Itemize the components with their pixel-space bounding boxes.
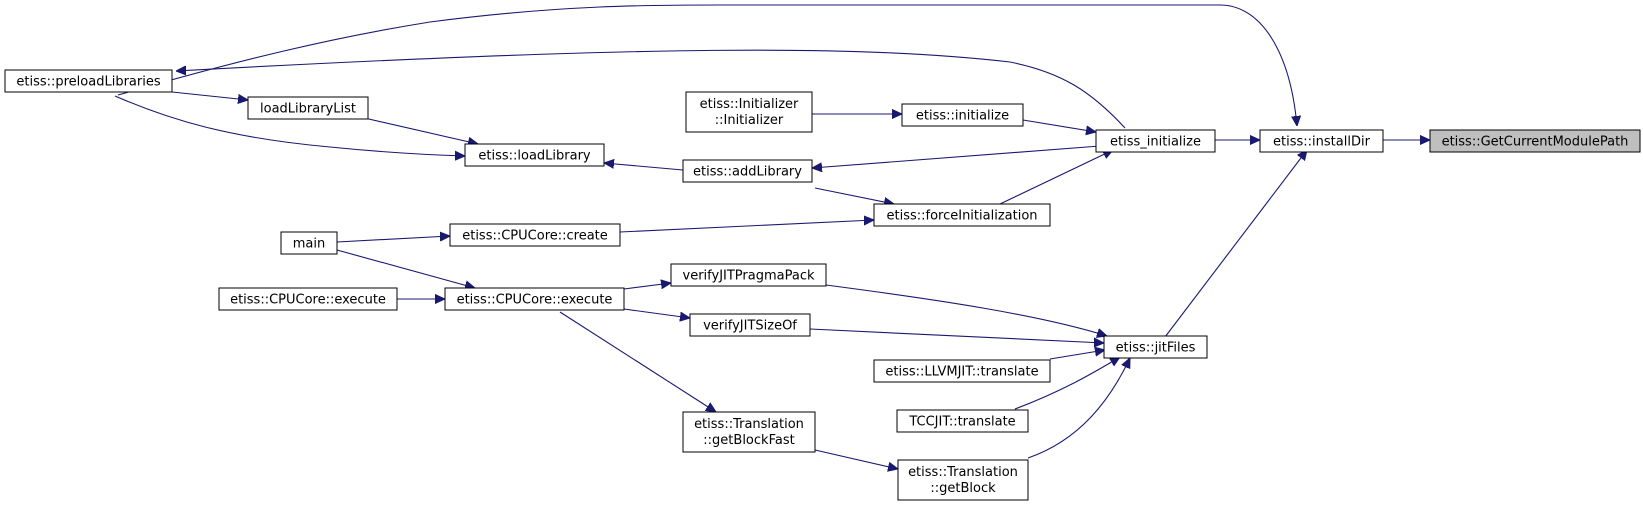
edge-etiss-initialize-to-addlibrary	[812, 145, 1101, 168]
node-label: etiss::initialize	[916, 109, 1009, 124]
edges	[114, 4, 1430, 469]
node-translation-get-block-fast[interactable]: etiss::Translation ::getBlockFast	[682, 411, 816, 453]
node-label: etiss::addLibrary	[693, 165, 802, 180]
node-load-library[interactable]: etiss::loadLibrary	[464, 143, 605, 167]
node-label: etiss::preloadLibraries	[16, 75, 160, 90]
edge-preloadlibraries-to-loadlibrarylist	[171, 91, 248, 100]
node-label-line-2: ::Initializer	[715, 113, 784, 128]
node-label: main	[293, 237, 325, 252]
edge-getblock-to-jitfiles	[1027, 358, 1130, 459]
edge-verifyjitpragmapack-to-jitfiles	[825, 284, 1107, 336]
node-verify-jit-pragma-pack[interactable]: verifyJITPragmaPack	[670, 263, 827, 287]
edge-cpucore-execute-to-getblockfast	[559, 311, 716, 412]
node-label-line-2: ::getBlockFast	[703, 433, 794, 448]
edge-initialize-to-etiss-initialize	[1022, 119, 1096, 132]
node-label: etiss::GetCurrentModulePath	[1442, 135, 1629, 150]
edge-cpucore-execute-to-verifyjitsizeof	[623, 308, 690, 318]
edge-etiss-initialize-to-preloadlibraries	[176, 49, 1126, 129]
edge-tccjit-translate-to-jitfiles	[1014, 357, 1120, 410]
node-cpucore-execute-left[interactable]: etiss::CPUCore::execute	[218, 287, 398, 311]
node-etiss-initialize[interactable]: etiss_initialize	[1095, 129, 1216, 153]
edge-preloadlibraries-to-loadlibrary	[114, 95, 465, 156]
edge-loadlibrarylist-to-loadlibrary	[359, 116, 478, 144]
node-cpucore-execute[interactable]: etiss::CPUCore::execute	[444, 287, 625, 311]
node-label: etiss::forceInitialization	[886, 209, 1037, 224]
node-label: etiss::CPUCore::execute	[230, 293, 386, 308]
node-label-line-1: etiss::Translation	[908, 465, 1018, 480]
node-translation-get-block[interactable]: etiss::Translation ::getBlock	[897, 459, 1029, 501]
node-verify-jit-size-of[interactable]: verifyJITSizeOf	[689, 313, 811, 337]
edge-llvmjit-translate-to-jitfiles	[1049, 350, 1105, 360]
edge-addlibrary-to-loadlibrary	[604, 163, 684, 171]
node-main[interactable]: main	[280, 231, 338, 255]
edge-forceinitialization-to-addlibrary	[814, 187, 894, 204]
node-label: etiss::CPUCore::create	[462, 229, 608, 244]
edge-cpucore-create-to-forceinitialization	[619, 220, 874, 233]
node-label: TCCJIT::translate	[908, 415, 1015, 430]
node-label: verifyJITSizeOf	[703, 319, 797, 334]
node-jit-files[interactable]: etiss::jitFiles	[1103, 335, 1208, 359]
node-label: etiss_initialize	[1110, 135, 1201, 150]
node-force-initialization[interactable]: etiss::forceInitialization	[873, 203, 1051, 227]
node-tccjit-translate[interactable]: TCCJIT::translate	[896, 409, 1029, 433]
node-label-line-1: etiss::Initializer	[700, 97, 799, 112]
node-label-line-2: ::getBlock	[930, 481, 996, 496]
edge-getblockfast-to-getblock	[814, 449, 898, 469]
node-get-current-module-path[interactable]: etiss::GetCurrentModulePath	[1429, 129, 1641, 153]
edge-forceinitialization-to-etiss-initialize	[999, 150, 1113, 205]
node-label: etiss::loadLibrary	[478, 149, 591, 164]
edge-main-to-cpucore-execute	[336, 249, 475, 288]
node-llvmjit-translate[interactable]: etiss::LLVMJIT::translate	[873, 359, 1051, 383]
node-preload-libraries[interactable]: etiss::preloadLibraries	[4, 69, 173, 93]
node-label-line-1: etiss::Translation	[694, 417, 804, 432]
edge-preloadlibraries-to-installdir	[117, 4, 1297, 126]
node-label: loadLibraryList	[260, 102, 356, 117]
edge-cpucore-execute-to-verifyjitpragmapack	[623, 283, 671, 290]
edge-main-to-cpucore-create	[336, 236, 450, 243]
node-initialize[interactable]: etiss::initialize	[901, 103, 1024, 127]
node-label: etiss::installDir	[1273, 135, 1371, 150]
node-label: etiss::LLVMJIT::translate	[885, 365, 1038, 380]
edge-verifyjitsizeof-to-jitfiles	[809, 328, 1104, 343]
node-label: verifyJITPragmaPack	[683, 269, 815, 284]
node-install-dir[interactable]: etiss::installDir	[1259, 129, 1384, 153]
node-initializer-constructor[interactable]: etiss::Initializer ::Initializer	[685, 91, 813, 133]
node-cpucore-create[interactable]: etiss::CPUCore::create	[449, 223, 621, 247]
node-label: etiss::jitFiles	[1116, 341, 1196, 356]
node-add-library[interactable]: etiss::addLibrary	[682, 159, 813, 183]
node-label: etiss::CPUCore::execute	[457, 293, 613, 308]
node-load-library-list[interactable]: loadLibraryList	[247, 96, 369, 120]
edge-jitfiles-to-installdir	[1164, 150, 1307, 338]
